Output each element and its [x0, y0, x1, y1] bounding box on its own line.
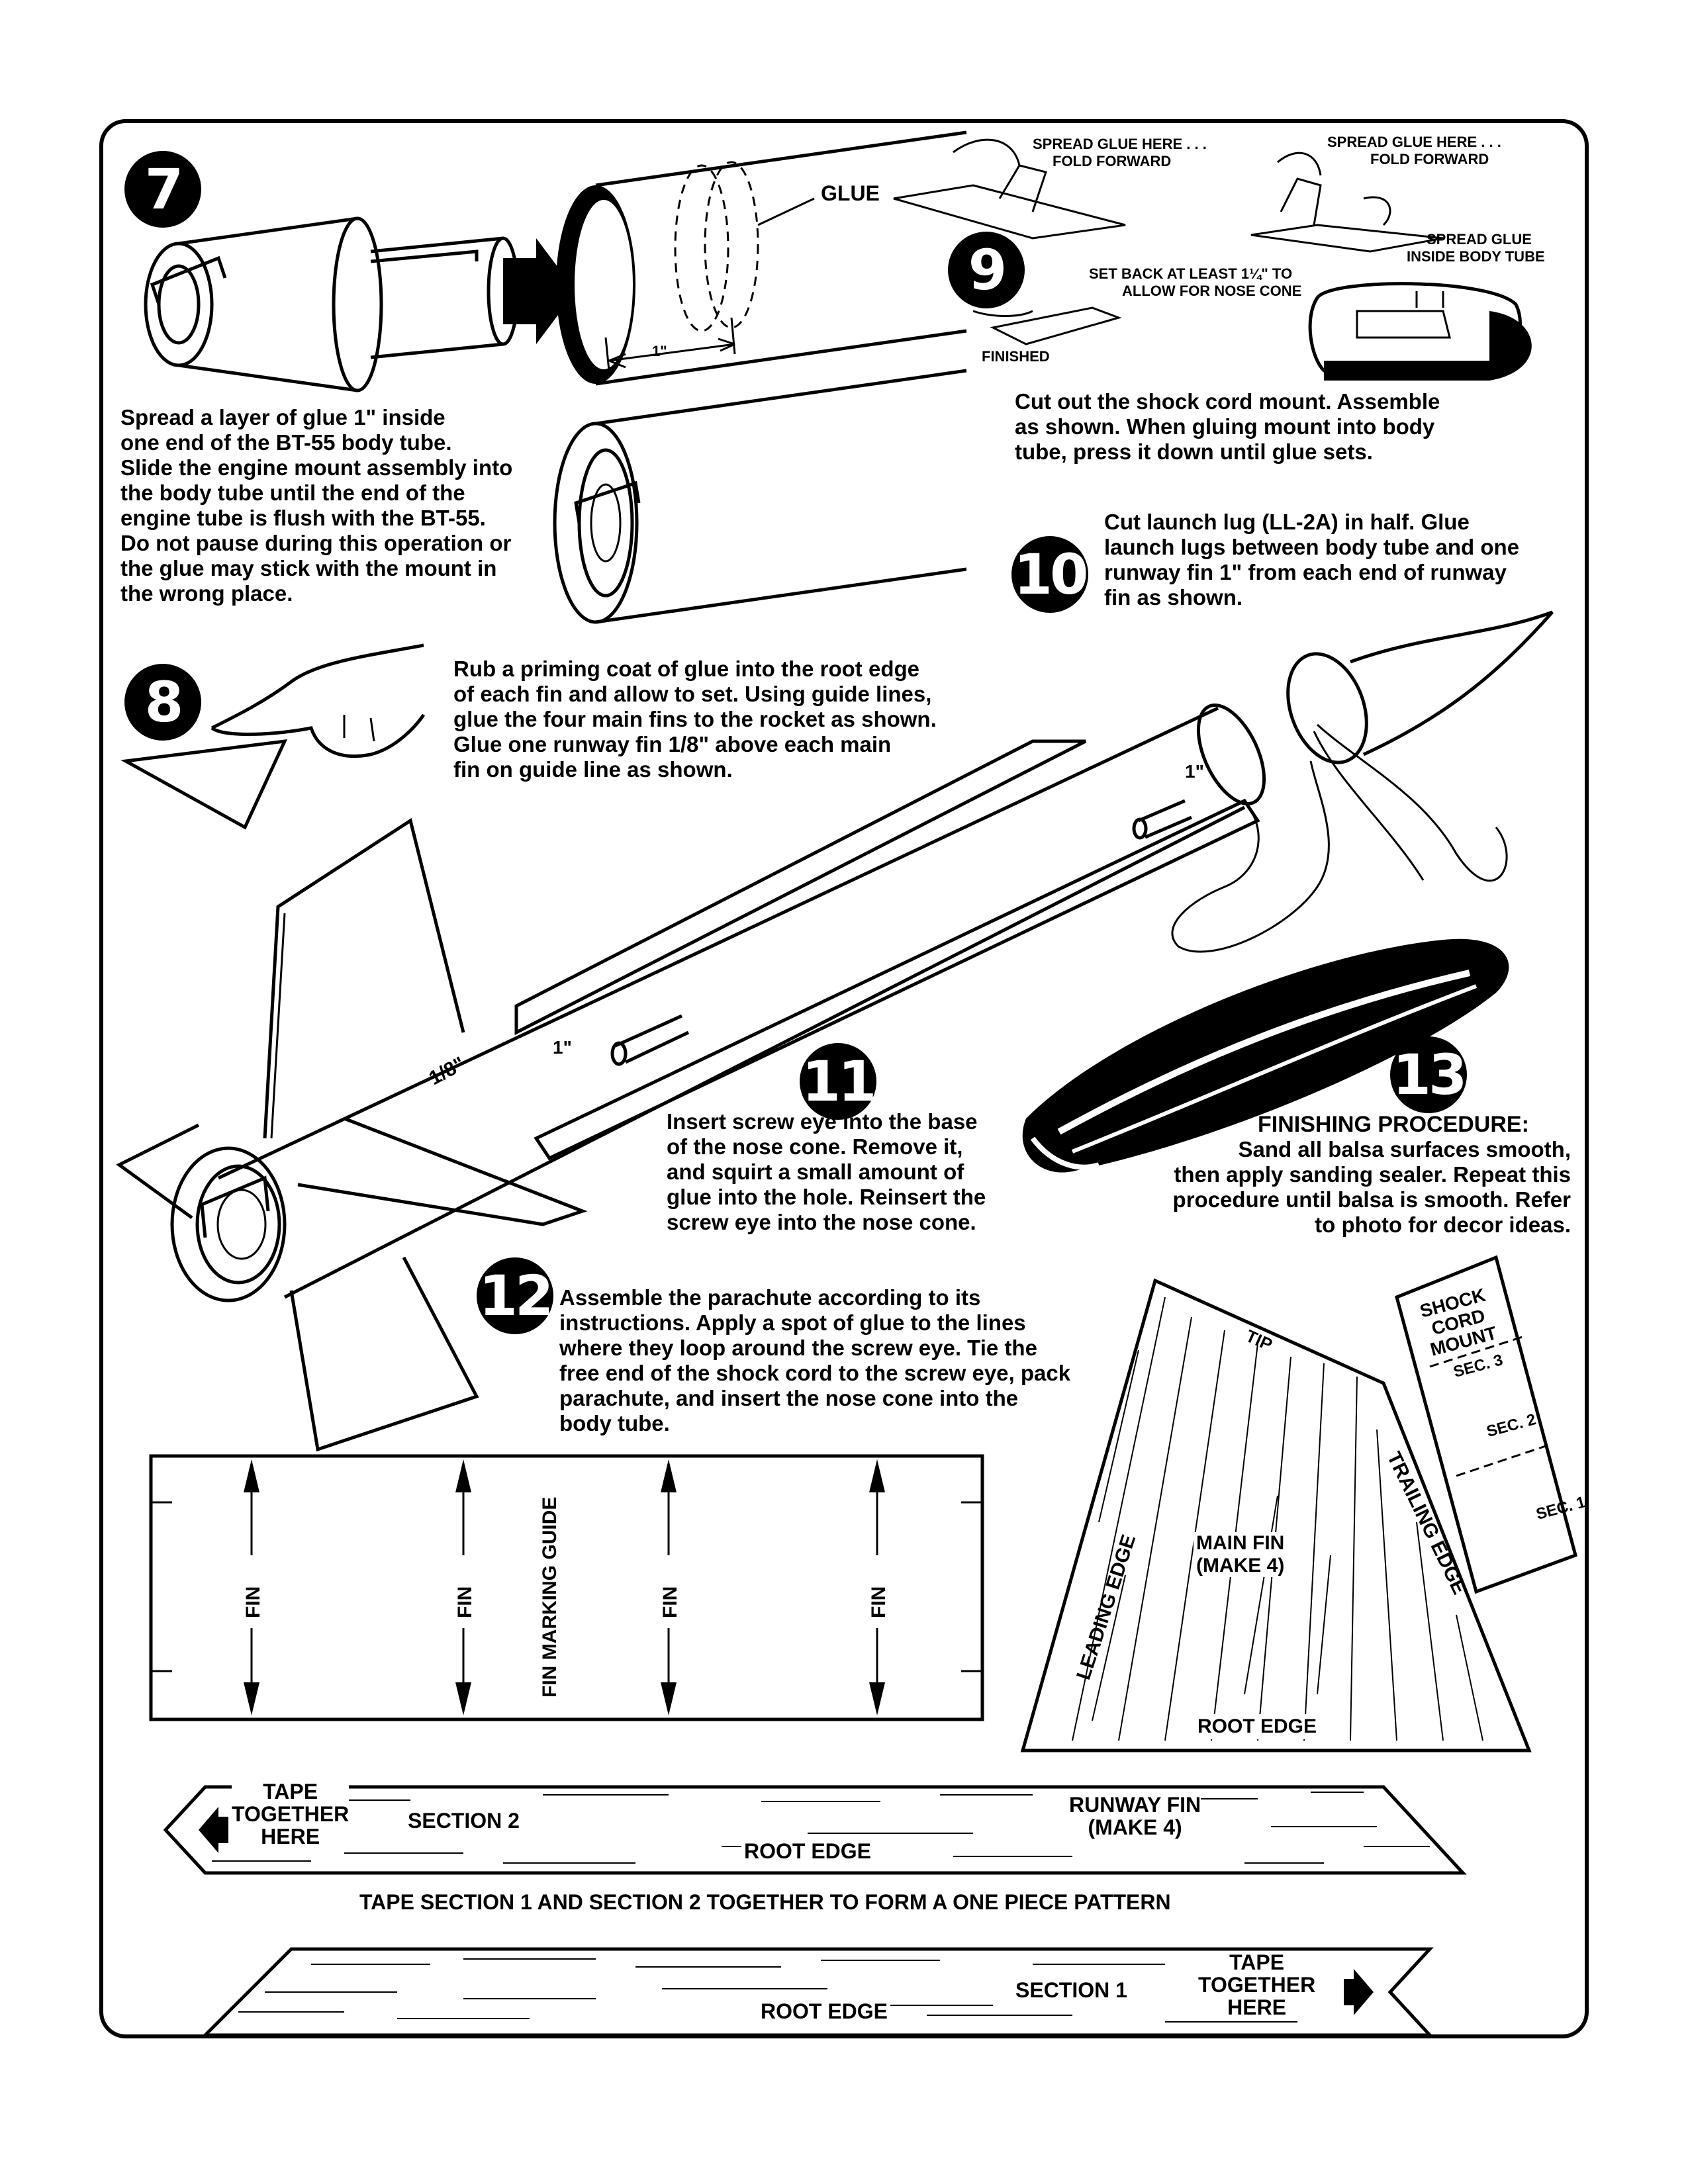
engine-mount-illustration	[146, 218, 518, 390]
shock-mount-sec3: SEC. 3	[1452, 1351, 1505, 1381]
measure-inch-label-a: 1"	[553, 1037, 572, 1058]
main-fin-name: MAIN FIN (MAKE 4)	[1194, 1532, 1287, 1577]
step-8-badge: 8	[124, 664, 201, 741]
fin-label-4: FIN	[868, 1586, 890, 1618]
measure-eighth-label: 1/8"	[426, 1053, 469, 1089]
measure-inch-label-b: 1"	[1185, 761, 1204, 782]
step-9-label-spread-right: SPREAD GLUE HERE . . .	[1327, 134, 1501, 150]
runway-sec1-section-label: SECTION 1	[1013, 1978, 1130, 2003]
step-9-label-spread-left: SPREAD GLUE HERE . . .	[1033, 136, 1207, 152]
nose-cone-illustration	[1274, 612, 1552, 881]
shock-mount-sec2: SEC. 2	[1485, 1410, 1538, 1441]
step-13-text: Sand all balsa surfaces smooth, then app…	[1117, 1137, 1571, 1238]
assembled-tube-illustration	[555, 371, 966, 622]
step-9-badge: 9	[948, 232, 1025, 308]
fin-label-1: FIN	[242, 1586, 264, 1618]
step-9-text: Cut out the shock cord mount. Assemble a…	[1015, 389, 1440, 465]
step-10-text: Cut launch lug (LL-2A) in half. Glue lau…	[1104, 510, 1519, 610]
main-fin-tip: TIP	[1243, 1326, 1276, 1355]
fin-label-2: FIN	[454, 1586, 476, 1618]
runway-sec1-tape-label: TAPE TOGETHER HERE	[1198, 1951, 1315, 2019]
step-7-badge: 7	[124, 151, 201, 228]
step-8-text: Rub a priming coat of glue into the root…	[453, 657, 937, 782]
step-9-label-setback-2: ALLOW FOR NOSE CONE	[1122, 283, 1301, 299]
runway-sec1-root-edge: ROOT EDGE	[758, 1999, 890, 2024]
body-tube-glue-illustration	[556, 132, 966, 384]
runway-sec2-section-label: SECTION 2	[405, 1808, 522, 1833]
step-12-text: Assemble the parachute according to its …	[559, 1285, 1070, 1436]
step-9-label-fold-left: FOLD FORWARD	[1053, 154, 1171, 169]
step-13-badge: 13	[1390, 1036, 1467, 1113]
main-fin-root-edge: ROOT EDGE	[1195, 1714, 1319, 1739]
tape-instruction: TAPE SECTION 1 AND SECTION 2 TOGETHER TO…	[359, 1889, 1171, 1915]
step-7-text: Spread a layer of glue 1" inside one end…	[120, 405, 512, 606]
step-9-label-fold-right: FOLD FORWARD	[1370, 152, 1489, 167]
fin-label-3: FIN	[659, 1586, 681, 1618]
step-13-heading: FINISHING PROCEDURE:	[1258, 1112, 1529, 1137]
step-9-label-finished: FINISHED	[982, 349, 1050, 365]
step-10-badge: 10	[1011, 536, 1088, 613]
step-9-label-inside: SPREAD GLUE	[1427, 232, 1532, 248]
runway-sec2-tape-label: TAPE TOGETHER HERE	[232, 1780, 349, 1848]
step-11-badge: 11	[800, 1043, 876, 1120]
fin-marking-guide-title: FIN MARKING GUIDE	[539, 1497, 561, 1698]
step-12-badge: 12	[477, 1257, 553, 1334]
runway-sec2-name: RUNWAY FIN (MAKE 4)	[1069, 1794, 1201, 1839]
step-11-text: Insert screw eye into the base of the no…	[667, 1109, 986, 1235]
step-9-label-inside-2: INSIDE BODY TUBE	[1407, 249, 1545, 265]
runway-sec2-root-edge: ROOT EDGE	[741, 1839, 874, 1864]
glue-label: GLUE	[821, 185, 880, 201]
step-9-label-setback: SET BACK AT LEAST 1¼" TO	[1089, 266, 1292, 282]
shock-mount-labels: SHOCK CORD MOUNT SEC. 3 SEC. 2 SEC. 1	[1418, 1273, 1587, 1539]
measure-1in-label: 1"	[652, 343, 667, 359]
fin-marking-guide-box	[151, 1456, 982, 1719]
